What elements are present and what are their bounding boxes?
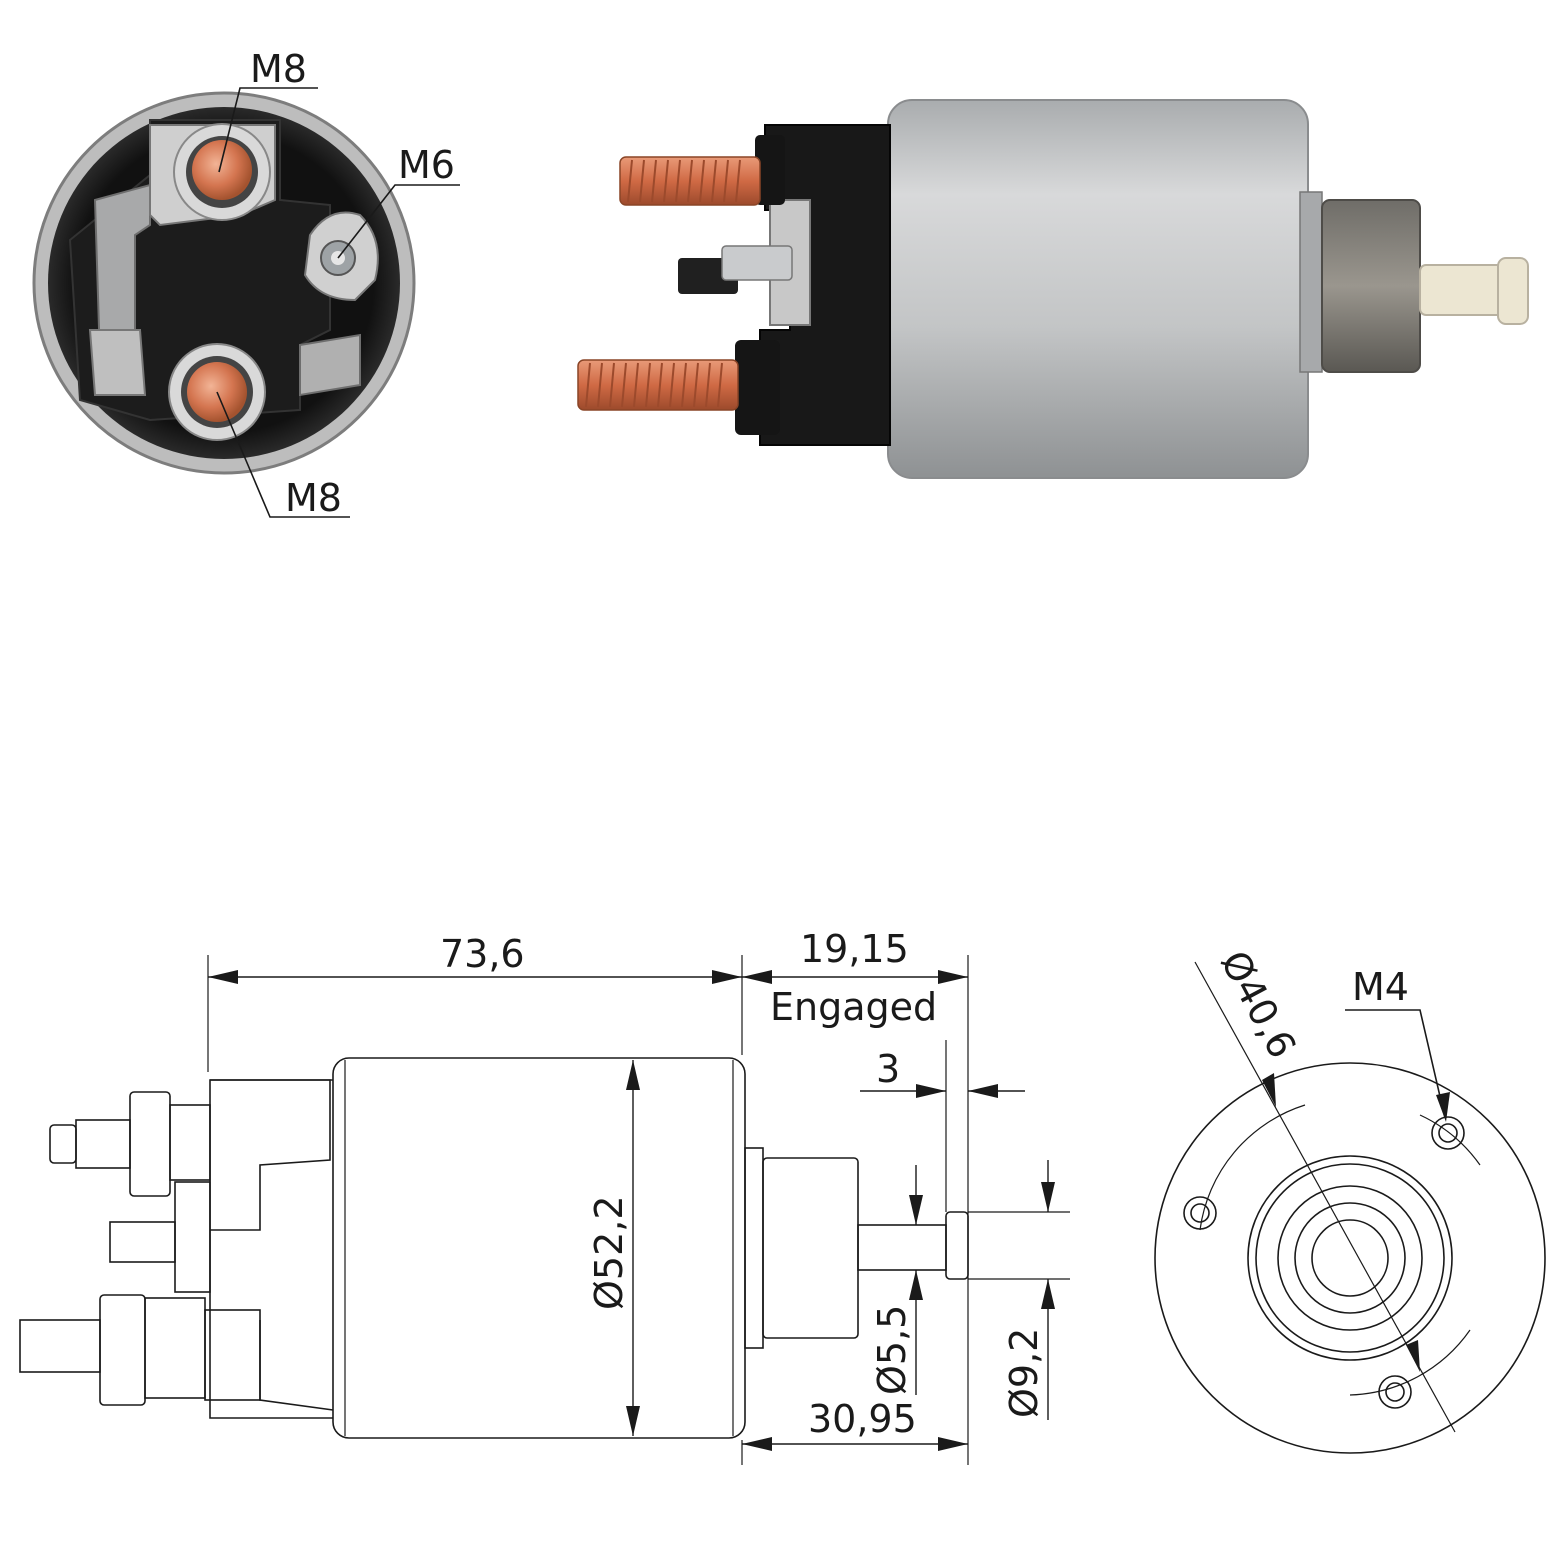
callout-m6: M6 — [398, 143, 455, 187]
front-flange-outer — [1247, 1155, 1453, 1361]
drawing-upper-nut — [129, 1091, 171, 1197]
drawing-lower-nut — [99, 1294, 146, 1406]
mount-hole-1 — [1431, 1116, 1465, 1150]
steel-can — [887, 99, 1309, 479]
callout-top-m8-leader — [218, 87, 318, 173]
upper-terminal-boss — [755, 135, 785, 205]
drawing-lower-stud — [19, 1319, 101, 1373]
lower-terminal-boss — [735, 340, 780, 435]
dim-length-body: 73,6 — [440, 932, 525, 976]
callout-bottom-m8-leader — [216, 391, 350, 518]
front-elevation-drawing: Ø40,6 M4 — [1154, 944, 1546, 1454]
drawing-sleeve-flange — [744, 1147, 764, 1349]
front-bore — [1311, 1219, 1389, 1297]
callout-m6-leader — [337, 184, 460, 259]
dim-body-diameter: Ø52,2 — [587, 1195, 631, 1310]
callout-m4: M4 — [1352, 965, 1409, 1009]
side-elevation-drawing: 73,6 19,15 Engaged 3 Ø52,2 Ø5,5 Ø9,2 — [19, 927, 1070, 1465]
drawing-plunger-head — [945, 1211, 969, 1280]
drawing-cap — [209, 1079, 333, 1419]
m6-steel-stud — [721, 245, 793, 281]
mount-hole-3 — [1378, 1375, 1412, 1409]
mount-hole-2 — [1183, 1196, 1217, 1230]
dim-length-engaged: 19,15 — [800, 927, 909, 971]
top-m8-stud — [192, 140, 252, 200]
lower-right-bracket — [299, 333, 361, 397]
dim-plunger-head-diameter: Ø9,2 — [1002, 1328, 1046, 1418]
nylon-tip-head — [1497, 257, 1529, 325]
drawing-plunger-rod — [857, 1224, 947, 1271]
drawing-upper-stud — [75, 1119, 131, 1169]
dim-length-plunger: 30,95 — [808, 1397, 917, 1441]
drawing-m6-stud — [109, 1221, 176, 1263]
engaged-label: Engaged — [770, 985, 937, 1029]
plunger-sleeve — [1321, 199, 1421, 373]
dim-plunger-diameter: Ø5,5 — [870, 1305, 914, 1395]
drawing-plunger-sleeve — [762, 1157, 859, 1339]
can-lip — [1299, 191, 1323, 373]
dim-stroke-gap: 3 — [876, 1047, 900, 1091]
dim-bolt-circle: Ø40,6 — [1212, 944, 1305, 1066]
drawing-body — [332, 1057, 746, 1439]
end-view-photo: M8 M6 M8 — [32, 47, 460, 520]
weld-spot — [88, 329, 147, 396]
front-outer-circle — [1154, 1062, 1546, 1454]
callout-top-m8: M8 — [250, 47, 307, 91]
callout-bottom-m8: M8 — [285, 476, 342, 520]
callout-m4-leader — [1345, 1009, 1446, 1119]
side-view-photo — [577, 99, 1529, 479]
